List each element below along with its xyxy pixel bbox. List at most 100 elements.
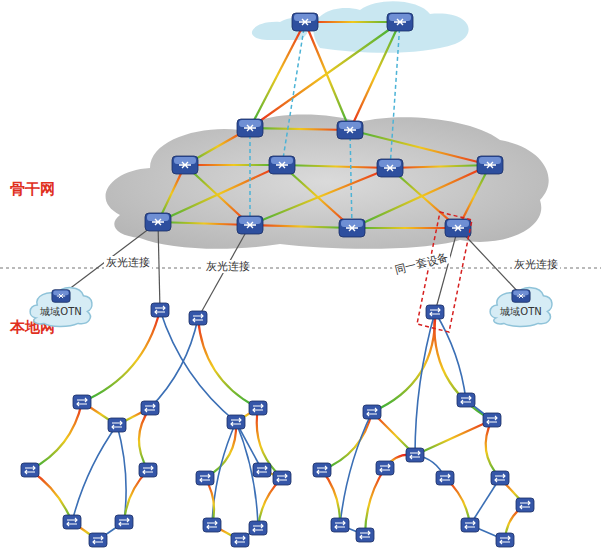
router-icon bbox=[145, 213, 171, 231]
router-icon bbox=[237, 119, 263, 137]
grey-link bbox=[158, 222, 160, 310]
router-icon bbox=[337, 121, 363, 139]
switch-icon bbox=[231, 533, 249, 547]
switch-icon bbox=[203, 518, 221, 532]
otn-cloud: 城域OTN bbox=[488, 282, 554, 328]
backbone-link bbox=[282, 165, 390, 168]
router-icon bbox=[52, 290, 70, 303]
switch-icon bbox=[227, 415, 245, 429]
local-link bbox=[212, 422, 236, 525]
local-link bbox=[72, 425, 117, 522]
router-icon bbox=[237, 216, 263, 234]
backbone-link bbox=[352, 165, 490, 228]
switch-icon bbox=[313, 463, 331, 477]
local-link bbox=[139, 408, 150, 470]
top-cloud bbox=[252, 1, 469, 52]
local-link bbox=[486, 420, 500, 478]
switch-icon bbox=[249, 401, 267, 415]
callout-label: 同一套设备 bbox=[391, 250, 451, 277]
local-link bbox=[30, 470, 72, 522]
switch-icon bbox=[376, 461, 394, 475]
cloud-icon bbox=[28, 282, 94, 304]
backbone-link bbox=[350, 22, 400, 130]
switch-icon bbox=[249, 521, 267, 535]
backbone-link bbox=[305, 22, 350, 130]
backbone-dashed-link bbox=[350, 130, 352, 228]
switch-icon bbox=[436, 471, 454, 485]
backbone-link bbox=[185, 164, 282, 166]
backbone-link bbox=[282, 165, 352, 228]
backbone-link bbox=[352, 227, 458, 229]
local-link bbox=[434, 312, 492, 420]
router-icon bbox=[477, 156, 503, 174]
local-link bbox=[82, 310, 160, 402]
backbone-link bbox=[158, 222, 250, 225]
switch-icon bbox=[491, 471, 509, 485]
router-icon bbox=[445, 219, 471, 237]
switch-icon bbox=[73, 395, 91, 409]
switch-icon bbox=[89, 533, 107, 547]
switch-icon bbox=[189, 311, 207, 325]
cloud-label: 城域OTN bbox=[28, 282, 94, 318]
local-link bbox=[372, 312, 435, 412]
backbone-link bbox=[390, 165, 490, 168]
connection-label: 灰光连接 bbox=[204, 260, 252, 273]
connection-label: 灰光连接 bbox=[104, 256, 152, 269]
router-icon bbox=[339, 219, 365, 237]
switch-icon bbox=[273, 471, 291, 485]
switch-icon bbox=[406, 448, 424, 462]
layer-separator bbox=[0, 267, 601, 268]
switch-icon bbox=[516, 498, 534, 512]
switch-icon bbox=[363, 405, 381, 419]
connection-label: 灰光连接 bbox=[512, 258, 560, 271]
local-link bbox=[322, 470, 340, 525]
backbone-dashed-link bbox=[390, 22, 400, 168]
highlight-box bbox=[417, 212, 472, 332]
layer-title: 骨干网 bbox=[8, 180, 57, 198]
switch-icon bbox=[141, 401, 159, 415]
switch-icon bbox=[331, 518, 349, 532]
backbone-link bbox=[250, 168, 390, 225]
switch-icon bbox=[151, 303, 169, 317]
switch-icon bbox=[496, 533, 514, 547]
switch-icon bbox=[253, 463, 271, 477]
grey-link bbox=[435, 228, 458, 312]
router-icon bbox=[387, 13, 413, 31]
local-link bbox=[415, 420, 492, 455]
switch-icon bbox=[21, 463, 39, 477]
backbone-dashed-link bbox=[249, 128, 251, 225]
switch-icon bbox=[196, 471, 214, 485]
grey-link bbox=[458, 228, 520, 294]
switch-icon bbox=[457, 393, 475, 407]
switch-icon bbox=[461, 518, 479, 532]
links bbox=[30, 22, 525, 540]
switch-icon bbox=[426, 305, 444, 319]
router-icon bbox=[377, 159, 403, 177]
backbone-link bbox=[350, 130, 490, 165]
icons bbox=[21, 13, 534, 547]
cloud-shape bbox=[488, 282, 554, 328]
local-link bbox=[258, 478, 282, 528]
local-link bbox=[30, 402, 82, 470]
router-icon bbox=[512, 290, 530, 303]
router-icon bbox=[172, 156, 198, 174]
local-link bbox=[415, 312, 435, 455]
grey-link bbox=[60, 222, 158, 296]
switch-icon bbox=[63, 515, 81, 529]
backbone-link bbox=[250, 225, 352, 228]
switch-icon bbox=[356, 528, 374, 542]
local-link bbox=[198, 318, 258, 408]
backbone-link bbox=[458, 165, 490, 228]
router-icon bbox=[269, 156, 295, 174]
local-link bbox=[117, 425, 126, 522]
switch-icon bbox=[108, 418, 126, 432]
local-link bbox=[150, 318, 198, 408]
switch-icon bbox=[483, 413, 501, 427]
local-link bbox=[124, 470, 148, 522]
backbone-link bbox=[250, 22, 400, 128]
cloud-icon bbox=[488, 282, 554, 304]
backbone-link bbox=[250, 128, 350, 130]
backbone-link bbox=[250, 22, 305, 128]
